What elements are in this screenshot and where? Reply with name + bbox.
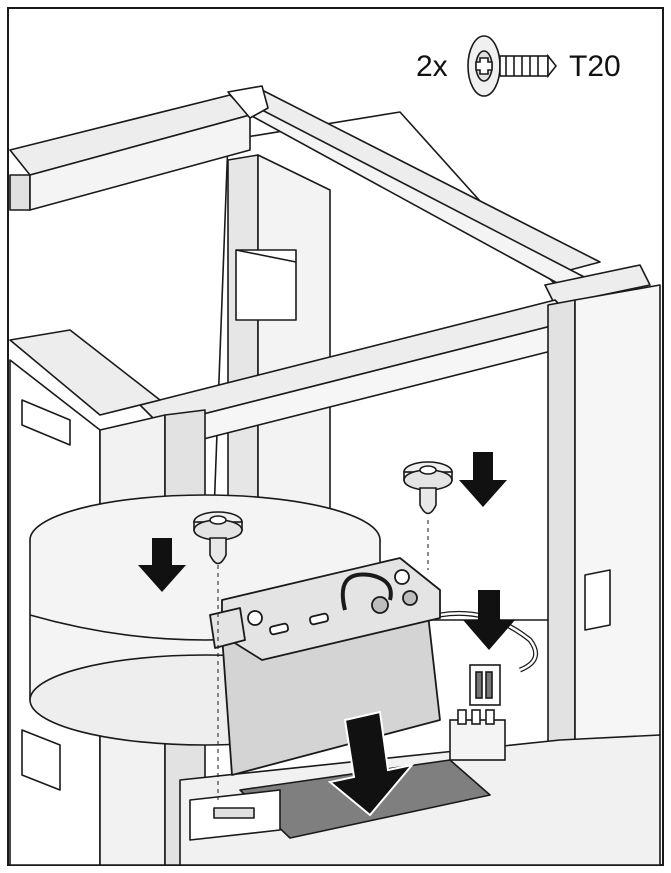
screw-drive-label: T20: [569, 50, 621, 83]
screw-quantity-label: 2x: [416, 50, 448, 83]
screw-right-icon: [403, 461, 453, 515]
arrow-down-icon: [463, 590, 515, 650]
right-wall: [547, 284, 661, 746]
socket-icon: [449, 709, 506, 761]
screw-guides: [217, 520, 429, 800]
wiring: [419, 610, 539, 761]
electronics-box: [209, 557, 441, 776]
top-frame: [9, 85, 651, 451]
screw-left-icon: [193, 511, 243, 565]
arrow-down-large-icon: [327, 710, 415, 817]
arrow-down-icon: [138, 538, 186, 592]
arrow-down-icon: [459, 452, 507, 507]
screw-icon: [467, 35, 558, 97]
wire-connector-icon: [469, 664, 501, 706]
